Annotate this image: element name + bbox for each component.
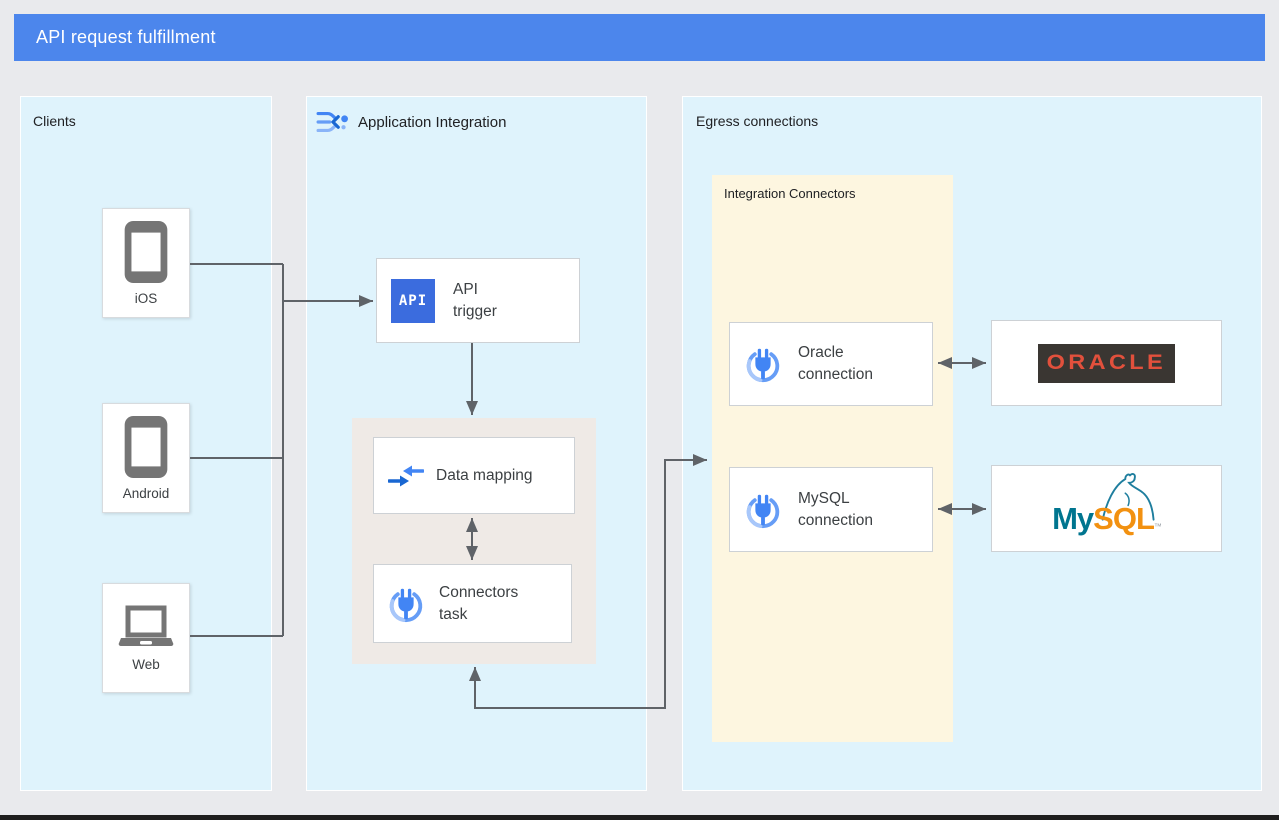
client-label: iOS [134,291,158,306]
connector-icon [746,494,780,528]
api-trigger-label: API trigger [453,280,497,320]
oracle-connection-label: Oracle connection [798,344,873,383]
client-label: Android [122,486,170,501]
oracle-logo: ORACLE [1038,343,1175,383]
data-mapping-node: Data mapping [373,437,575,514]
client-card-ios: iOS [102,208,190,318]
mysql-target-node: MySQL™ [991,465,1222,552]
connectors-task-label: Connectors task [439,583,519,623]
oracle-wordmark: ORACLE [1046,351,1167,374]
oracle-connection-node: Oracle connection [729,322,933,406]
window-bottom-edge [0,815,1279,820]
client-card-android: Android [102,403,190,513]
smartphone-icon [124,415,168,479]
laptop-icon [118,605,174,647]
integration-connectors-label: Integration Connectors [724,186,856,201]
smartphone-icon [124,220,168,284]
mysql-wordmark-sql: SQL [1093,501,1155,536]
integration-connectors-subzone [712,175,953,742]
client-label: Web [132,657,160,672]
api-trigger-icon: API [391,278,435,323]
mysql-trademark: ™ [1153,522,1162,531]
data-mapping-label: Data mapping [436,466,533,484]
mysql-connection-node: MySQL connection [729,467,933,552]
api-trigger-node: API API trigger [376,258,580,343]
mysql-logo: MySQL™ [992,501,1221,537]
application-integration-icon [316,111,348,133]
oracle-target-node: ORACLE [991,320,1222,406]
application-integration-zone-label: Application Integration [358,114,507,131]
diagram-title: API request fulfillment [36,27,216,47]
connectors-task-node: Connectors task [373,564,572,643]
mysql-connection-label: MySQL connection [798,489,873,529]
mysql-wordmark-my: My [1052,501,1094,536]
diagram-title-bar: API request fulfillment [14,14,1265,61]
clients-zone-label: Clients [33,113,76,129]
connector-icon [746,348,780,383]
mysql-dolphin-icon [1101,473,1155,521]
connector-icon [389,588,423,622]
data-mapping-icon [388,465,424,486]
client-card-web: Web [102,583,190,693]
egress-connections-zone-label: Egress connections [696,113,819,129]
